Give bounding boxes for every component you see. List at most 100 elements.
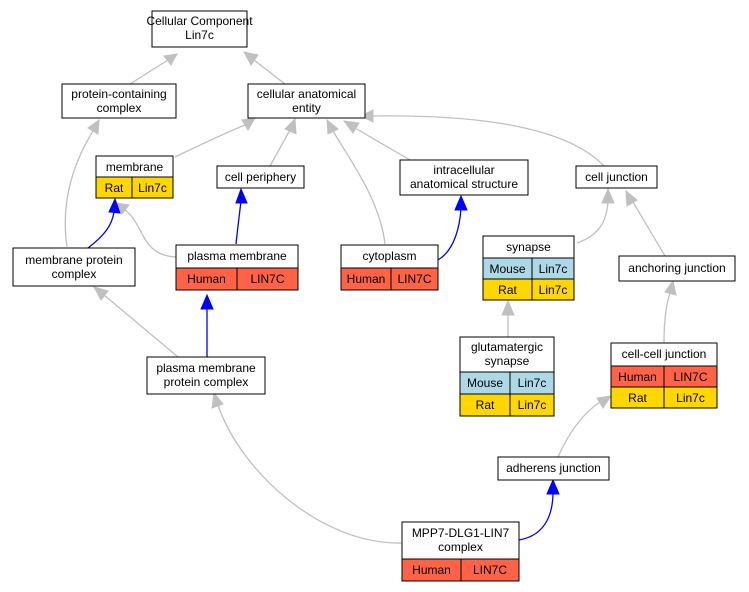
species-label: Rat — [498, 283, 517, 297]
gene-label: Lin7c — [539, 262, 568, 276]
edge-protein-complex-to-cellular-component — [129, 59, 169, 85]
arrowhead — [163, 53, 178, 66]
node-plasma-membrane-protein-complex[interactable]: plasma membrane protein complex — [146, 356, 266, 395]
arrowhead — [625, 189, 638, 207]
arrowhead — [200, 293, 214, 310]
node-label-line2: protein complex — [164, 375, 249, 389]
node-mpp7-dlg1-lin7-complex[interactable]: MPP7-DLG1-LIN7 complex Human LIN7C — [401, 521, 520, 582]
gene-label: LIN7C — [397, 272, 431, 286]
annotation-cell-human-gene — [390, 267, 439, 291]
arrowhead — [664, 279, 677, 296]
edge-anchoring-junction-to-cell-junction — [632, 201, 666, 257]
node-label: cell junction — [585, 170, 648, 184]
node-cell-cell-junction[interactable]: cell-cell junction Human LIN7C Rat Lin7c — [610, 342, 718, 409]
gene-label: LIN7C — [673, 370, 707, 384]
node-protein-containing-complex[interactable]: protein-containing complex — [61, 83, 177, 119]
node-label: cell periphery — [225, 170, 296, 184]
species-label: Rat — [476, 398, 495, 412]
edge-membrane-to-anatomical-entity — [174, 124, 246, 158]
annotation-cell-rat-gene — [663, 386, 718, 409]
node-label-line1: membrane protein — [25, 253, 122, 267]
node-label: cell-cell junction — [622, 347, 707, 361]
species-label: Rat — [105, 181, 124, 195]
arrowhead — [342, 120, 360, 134]
species-label: Rat — [628, 391, 647, 405]
arrowhead — [241, 117, 256, 131]
arrowhead — [243, 51, 259, 66]
node-intracellular-anatomical-structure[interactable]: intracellular anatomical structure — [399, 159, 529, 196]
node-label-line1: Cellular Component — [146, 14, 253, 28]
arrowhead — [92, 286, 109, 301]
node-membrane[interactable]: membrane Rat Lin7c — [95, 155, 174, 199]
annotation-cell-human-gene — [460, 558, 520, 582]
node-label: adherens junction — [506, 461, 601, 475]
node-label-line1: protein-containing — [71, 87, 166, 101]
node-cell-periphery[interactable]: cell periphery — [216, 165, 305, 189]
edge-cell-junction-to-anatomical-entity — [371, 115, 605, 167]
annotation-cell-rat-gene — [531, 278, 575, 301]
node-label-line2: complex — [438, 540, 483, 554]
edges — [64, 51, 677, 544]
species-label: Human — [347, 272, 386, 286]
edge-cell-cell-junction-to-anchoring — [663, 292, 671, 344]
gene-label: Lin7c — [518, 376, 547, 390]
gene-label: Lin7c — [138, 181, 167, 195]
edge-plasma-membrane-part-of-cell-periphery[interactable] — [235, 200, 242, 245]
node-label: cytoplasm — [362, 249, 416, 263]
edge-mpp7-part-of-adherens[interactable] — [518, 491, 554, 541]
arrowhead — [108, 197, 121, 214]
node-plasma-membrane[interactable]: plasma membrane Human LIN7C — [175, 244, 299, 291]
annotation-cell-human-gene — [236, 267, 299, 291]
edge-anatomical-entity-to-cellular-component — [253, 59, 286, 85]
arrowhead — [596, 395, 613, 409]
arrowhead — [454, 194, 468, 211]
edge-membrane-protein-complex-to-protein-complex — [64, 130, 94, 248]
edge-membrane-protein-complex-part-of-membrane[interactable] — [87, 211, 115, 249]
node-glutamatergic-synapse[interactable]: glutamatergic synapse Mouse Lin7c Rat Li… — [459, 336, 555, 417]
node-synapse[interactable]: synapse Mouse Lin7c Rat Lin7c — [482, 235, 575, 301]
edge-intracellular-to-anatomical-entity — [354, 127, 411, 161]
node-membrane-protein-complex[interactable]: membrane protein complex — [12, 247, 136, 287]
node-cell-junction[interactable]: cell junction — [575, 165, 658, 189]
edge-cytoplasm-to-anatomical-entity — [332, 130, 386, 245]
arrowhead — [235, 187, 248, 204]
edge-cytoplasm-part-of-intracellular[interactable] — [437, 207, 462, 261]
node-cellular-anatomical-entity[interactable]: cellular anatomical entity — [247, 83, 366, 119]
node-label: plasma membrane — [187, 249, 287, 263]
gene-label: LIN7C — [250, 272, 284, 286]
arrowhead — [546, 478, 560, 495]
node-cellular-component[interactable]: Cellular Component Lin7c — [146, 10, 253, 48]
arrowhead — [115, 202, 130, 215]
node-label-line2: complex — [97, 101, 142, 115]
species-label: Human — [412, 563, 451, 577]
arrowhead — [326, 118, 339, 135]
node-label: synapse — [506, 240, 551, 254]
arrowhead — [501, 299, 515, 316]
annotation-cell-rat-gene — [509, 393, 555, 417]
node-adherens-junction[interactable]: adherens junction — [497, 456, 610, 481]
gene-label: Lin7c — [518, 398, 547, 412]
edge-plasma-membrane-to-membrane — [124, 209, 177, 258]
edge-pm-protein-complex-to-membrane-protein-complex — [103, 294, 179, 358]
node-label-line1: MPP7-DLG1-LIN7 — [412, 526, 510, 540]
node-label: membrane — [106, 160, 164, 174]
annotation-cell-rat-gene — [131, 176, 174, 199]
gene-label: Lin7c — [676, 391, 705, 405]
species-label: Mouse — [467, 376, 503, 390]
arrowhead — [359, 109, 374, 123]
node-anchoring-junction[interactable]: anchoring junction — [618, 255, 736, 282]
node-label-line1: intracellular — [433, 163, 494, 177]
arrowhead — [211, 391, 224, 409]
node-label-line2: Lin7c — [185, 28, 214, 42]
edge-mpp7-to-pm-protein-complex — [217, 404, 403, 544]
node-label-line1: cellular anatomical — [257, 87, 356, 101]
node-label-line2: anatomical structure — [410, 177, 518, 191]
edge-cell-periphery-to-anatomical-entity — [269, 129, 291, 167]
node-label: anchoring junction — [628, 261, 725, 275]
edge-synapse-to-cell-junction — [576, 200, 609, 244]
node-cytoplasm[interactable]: cytoplasm Human LIN7C — [340, 244, 439, 291]
species-label: Human — [187, 272, 226, 286]
gene-label: Lin7c — [539, 283, 568, 297]
node-label-line1: plasma membrane — [156, 361, 256, 375]
